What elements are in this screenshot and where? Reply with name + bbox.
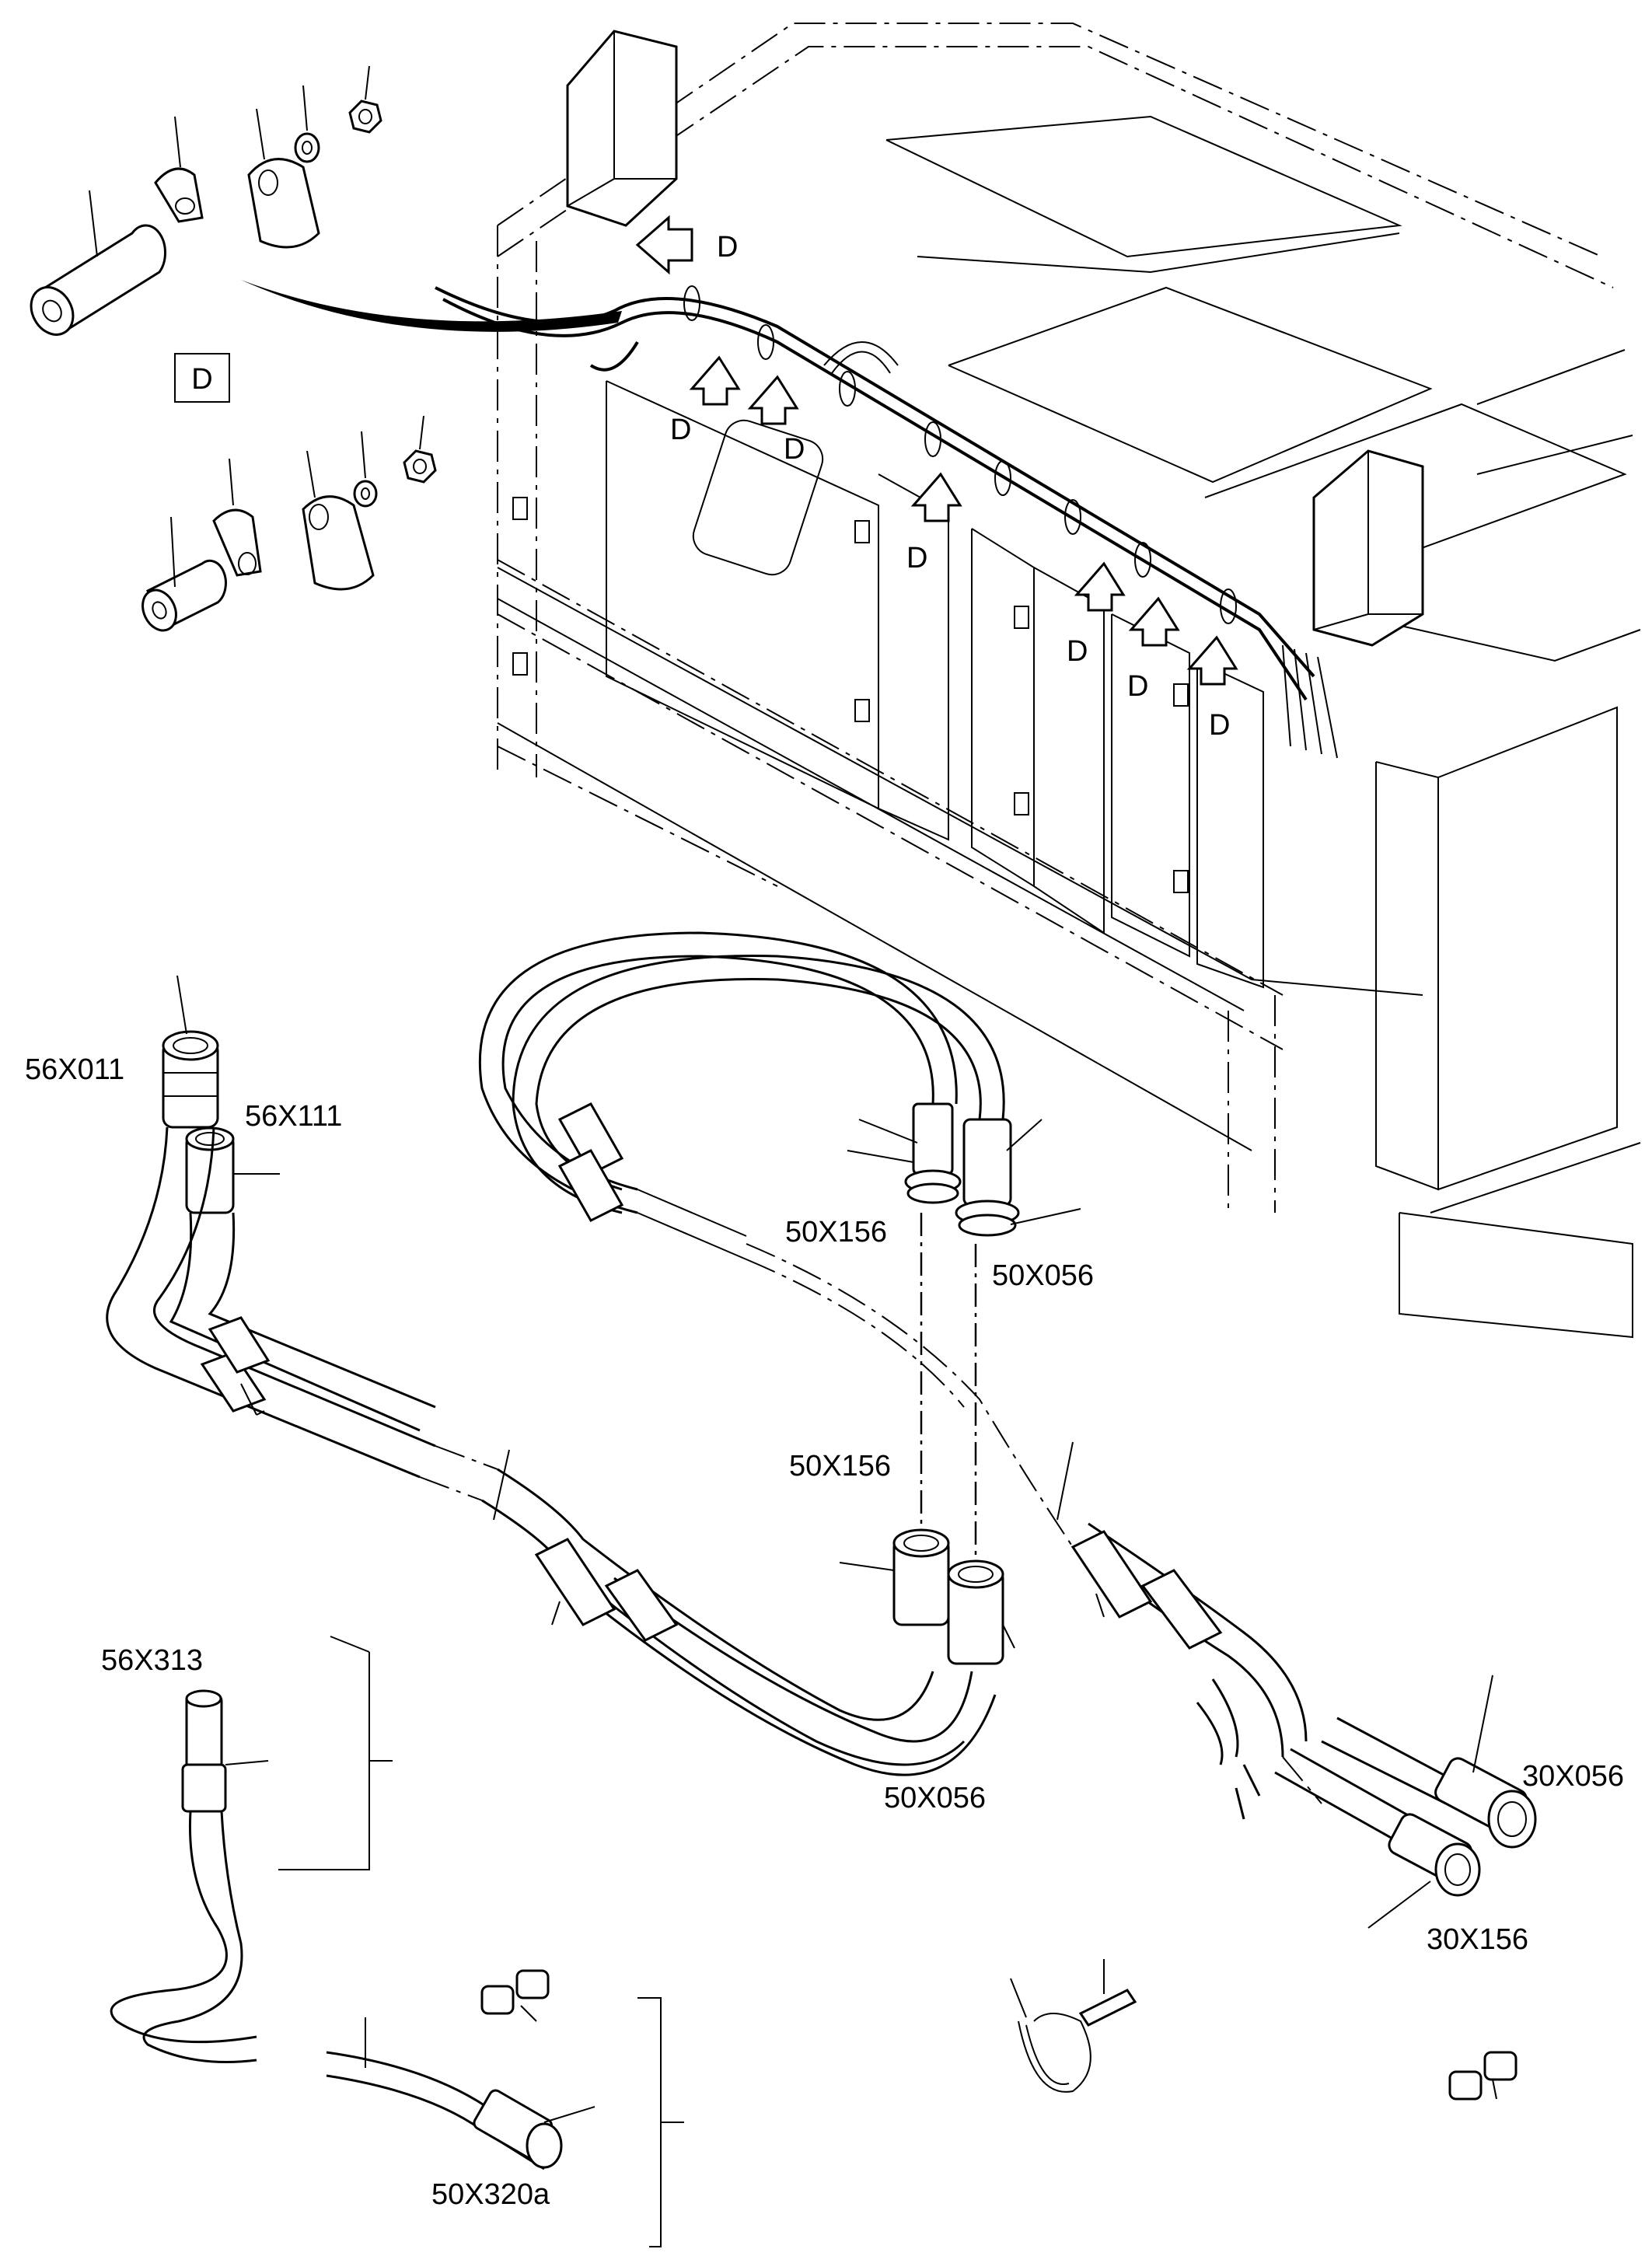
connector-30X056 bbox=[1434, 1757, 1537, 1849]
p-clamp-small-icon bbox=[154, 116, 204, 223]
view-arrows-d: D D D D D D D bbox=[635, 215, 1238, 742]
detail-d-frame bbox=[174, 353, 230, 403]
arrow-label-d: D bbox=[906, 542, 927, 574]
label-50X156-mid: 50X156 bbox=[789, 1450, 891, 1482]
connector-30X156 bbox=[1388, 1813, 1481, 1897]
label-50X056-top: 50X056 bbox=[992, 1259, 1094, 1292]
label-56X011: 56X011 bbox=[25, 1053, 124, 1086]
connector-50X056-top bbox=[955, 1118, 1020, 1237]
arrow-label-d: D bbox=[1127, 670, 1148, 703]
connector-labels: 56X011 56X111 50X156 50X056 50X156 50X05… bbox=[25, 1053, 1624, 2211]
machine-frame bbox=[497, 23, 1641, 1339]
plug-fitting-icon bbox=[1448, 2051, 1518, 2101]
arrow-label-d: D bbox=[717, 231, 738, 264]
arrow-label-d: D bbox=[784, 433, 805, 466]
label-30X156: 30X156 bbox=[1427, 1923, 1528, 1956]
connector-50X320a bbox=[473, 2089, 563, 2169]
detail-d-label: D bbox=[191, 363, 212, 396]
connector-50X156-top bbox=[904, 1102, 962, 1204]
label-30X056: 30X056 bbox=[1522, 1760, 1624, 1793]
connector-56X313 bbox=[181, 1689, 227, 1813]
detail-d: D bbox=[30, 65, 437, 632]
cable-tie-icon bbox=[1010, 1959, 1137, 2093]
arrow-label-d: D bbox=[1209, 709, 1230, 742]
nut-icon bbox=[403, 415, 437, 484]
washer-icon bbox=[353, 431, 378, 508]
label-56X111: 56X111 bbox=[245, 1100, 342, 1133]
p-clamp-large-icon bbox=[302, 450, 375, 591]
arrow-label-d: D bbox=[1067, 635, 1088, 668]
connector-50X056-bottom bbox=[947, 1559, 1004, 1665]
nut-icon bbox=[348, 65, 382, 134]
hose-assembly-upper-loop bbox=[478, 931, 1081, 1563]
hose-assembly-lower-left bbox=[110, 1636, 684, 2247]
washer-icon bbox=[294, 85, 320, 163]
spacer-sleeve-icon bbox=[141, 516, 227, 632]
connector-50X156-mid bbox=[892, 1528, 950, 1626]
p-clamp-small-icon bbox=[212, 458, 262, 577]
spacer-sleeve-icon bbox=[30, 190, 166, 336]
hose-assembly-right bbox=[1057, 1441, 1537, 1929]
label-56X313: 56X313 bbox=[101, 1644, 203, 1677]
arrow-label-d: D bbox=[670, 414, 691, 446]
cable-harness-top bbox=[241, 280, 1338, 759]
connector-56X011 bbox=[162, 1030, 219, 1129]
label-50X056-bottom: 50X056 bbox=[884, 1782, 986, 1814]
hose-assembly-left-long bbox=[106, 975, 1015, 1776]
p-clamp-large-icon bbox=[247, 108, 320, 249]
label-50X156-top: 50X156 bbox=[785, 1216, 887, 1248]
label-50X320a: 50X320a bbox=[431, 2178, 550, 2211]
plug-fitting-icon bbox=[480, 1969, 550, 2022]
